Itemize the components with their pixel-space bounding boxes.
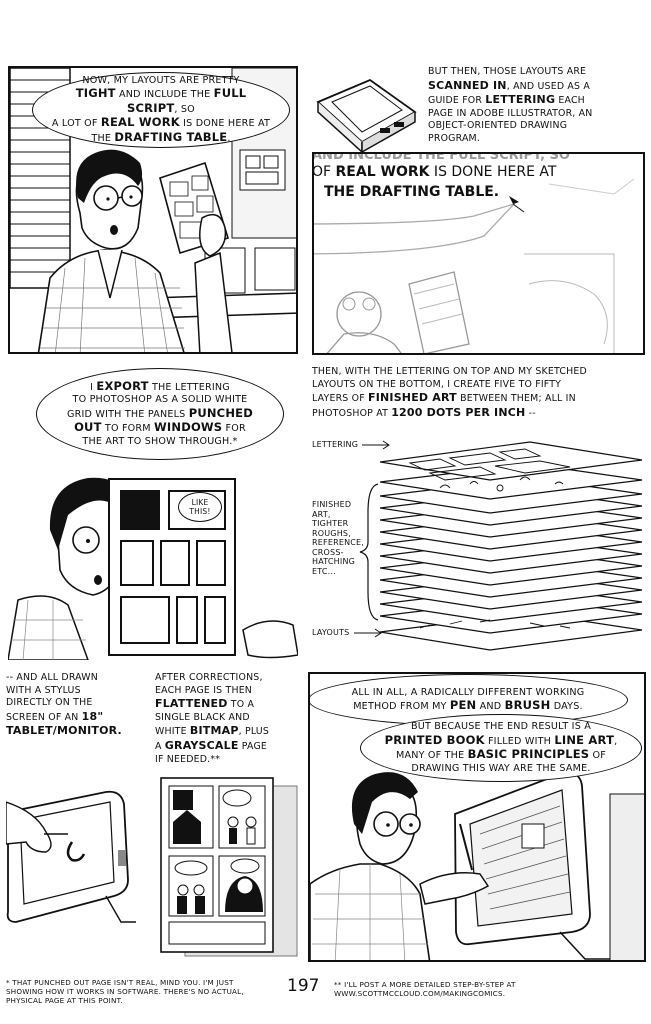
flattened-page-illustration xyxy=(160,777,298,957)
window-5 xyxy=(196,540,226,586)
scan-text-line3: THE DRAFTING TABLE. xyxy=(324,184,500,200)
panel-flatten: AFTER CORRECTIONS, EACH PAGE IS THEN FLA… xyxy=(155,672,300,962)
panel-export: I EXPORT THE LETTERING TO PHOTOSHOP AS A… xyxy=(8,362,298,660)
speech-bubble-layouts: NOW, MY LAYOUTS ARE PRETTY TIGHT AND INC… xyxy=(32,72,290,148)
panel-drafting-table: NOW, MY LAYOUTS ARE PRETTY TIGHT AND INC… xyxy=(8,66,298,354)
window-1 xyxy=(120,490,160,530)
footnote-left: * THAT PUNCHED OUT PAGE ISN'T REAL, MIND… xyxy=(6,978,244,1005)
window-6 xyxy=(120,596,170,644)
layers-caption: THEN, WITH THE LETTERING ON TOP AND MY S… xyxy=(312,366,587,419)
panel-same-principles: ALL IN ALL, A RADICALLY DIFFERENT WORKIN… xyxy=(308,672,646,962)
panel-layers: THEN, WITH THE LETTERING ON TOP AND MY S… xyxy=(310,366,645,656)
tablet-monitor-illustration xyxy=(6,790,136,923)
brace-icon xyxy=(359,483,379,621)
layouts-label: LAYOUTS xyxy=(312,628,350,637)
lettering-label: LETTERING xyxy=(312,440,359,449)
scanned-sketch xyxy=(314,154,643,353)
panel-tablet: -- AND ALL DRAWN WITH A STYLUS DIRECTLY … xyxy=(6,672,146,942)
scanner-caption: BUT THEN, THOSE LAYOUTS ARE SCANNED IN, … xyxy=(428,66,593,144)
panel-scanner: BUT THEN, THOSE LAYOUTS ARE SCANNED IN, … xyxy=(310,60,645,355)
scan-text-line1: AND INCLUDE THE FULL SCRIPT, SO xyxy=(312,152,570,163)
tablet-caption: -- AND ALL DRAWN WITH A STYLUS DIRECTLY … xyxy=(6,672,122,738)
page-number: 197 xyxy=(287,976,320,996)
scanner-icon xyxy=(316,78,417,152)
window-8 xyxy=(204,596,226,644)
flatten-caption: AFTER CORRECTIONS, EACH PAGE IS THEN FLA… xyxy=(155,672,270,765)
scanned-layout-view: AND INCLUDE THE FULL SCRIPT, SO OF REAL … xyxy=(312,152,645,355)
window-7 xyxy=(176,596,198,644)
scan-text-line2: OF REAL WORK IS DONE HERE AT xyxy=(312,164,557,180)
footnote-right: ** I'LL POST A MORE DETAILED STEP-BY-STE… xyxy=(334,980,516,998)
layer-stack-illustration xyxy=(380,441,643,651)
speech-bubble-export: I EXPORT THE LETTERING TO PHOTOSHOP AS A… xyxy=(36,368,284,460)
arrow-right-icon xyxy=(354,628,382,638)
window-4 xyxy=(160,540,190,586)
arrow-right-icon xyxy=(362,440,390,450)
speech-bubble-same-principles: BUT BECAUSE THE END RESULT IS A PRINTED … xyxy=(360,714,642,782)
window-3 xyxy=(120,540,154,586)
